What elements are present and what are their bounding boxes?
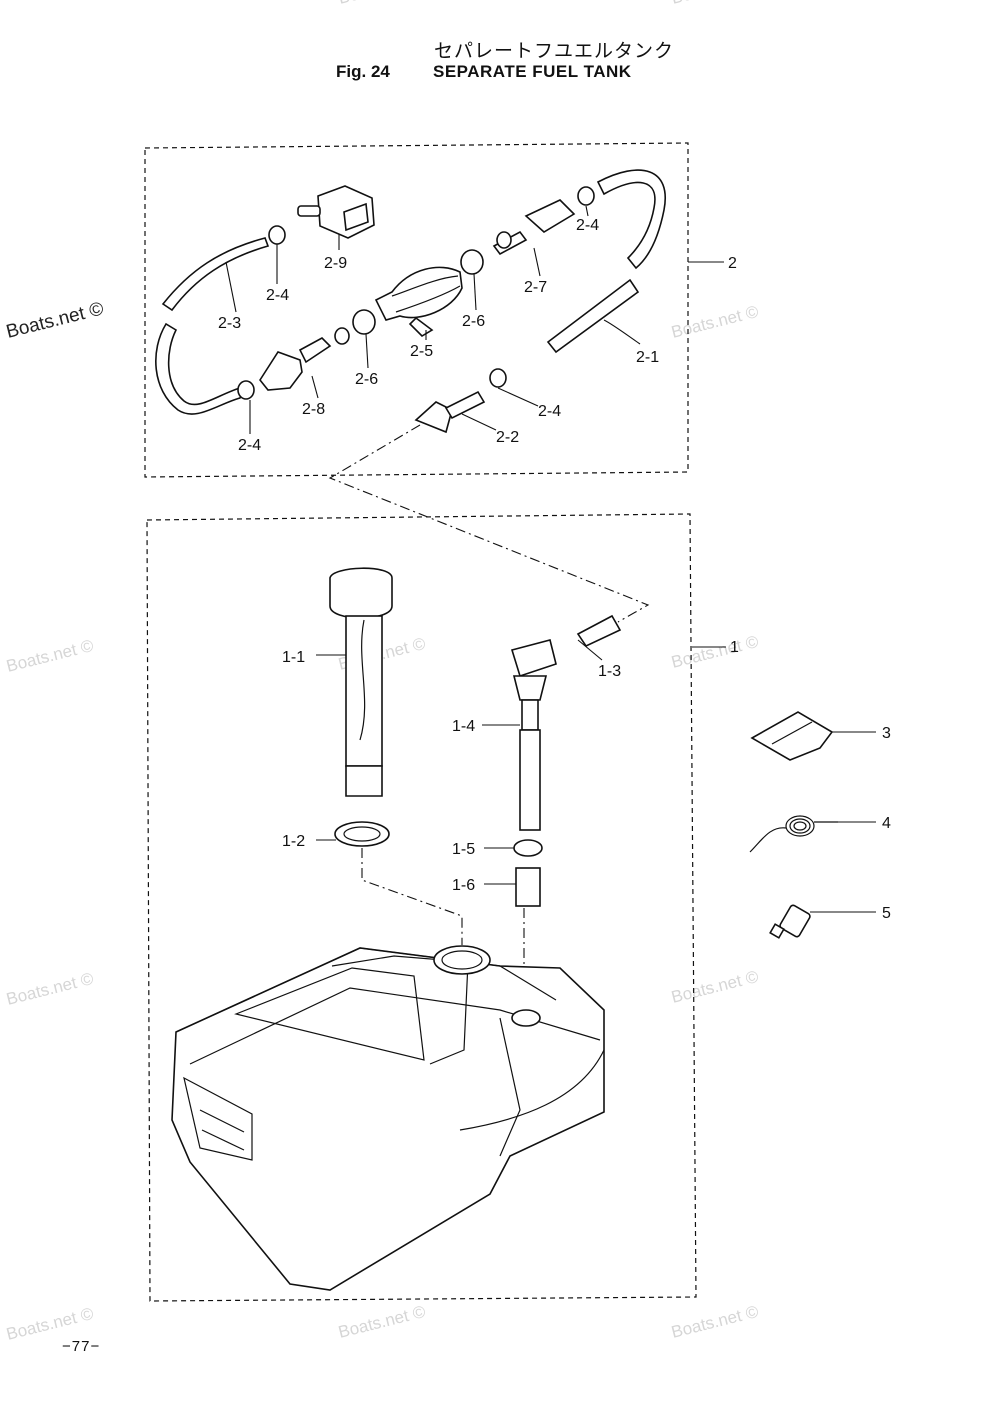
primer-bulb-2-5 [374, 266, 463, 338]
connection-line [328, 424, 650, 623]
label-2-4: 2-4 [238, 437, 261, 454]
o-ring-1-5 [513, 839, 543, 857]
hose-2-3-upper [161, 237, 270, 312]
watermark: Boats.net © [669, 302, 760, 342]
label-2-4: 2-4 [538, 403, 561, 420]
label-2-5: 2-5 [410, 343, 433, 360]
watermark: Boats.net © [669, 1302, 760, 1342]
watermark: Boats.net © [336, 1302, 427, 1342]
label-2-9: 2-9 [324, 255, 347, 272]
label-1-1: 1-1 [282, 649, 305, 666]
group-box-2 [144, 142, 689, 478]
part-3-bag [750, 711, 834, 761]
connection-line [361, 848, 463, 945]
fitting-2-8 [237, 327, 350, 400]
fuel-line-assembly [155, 169, 666, 434]
label-1-4: 1-4 [452, 718, 475, 735]
label-1-6: 1-6 [452, 877, 475, 894]
fuel-gauge-1-1 [329, 567, 393, 797]
label-1-2: 1-2 [282, 833, 305, 850]
label-2-8: 2-8 [302, 401, 325, 418]
filter-1-6 [515, 867, 541, 907]
page-number: −77− [62, 1338, 101, 1355]
nut-2-6-b [460, 249, 484, 275]
part-5-fitting [769, 904, 811, 939]
watermark-main: Boats.net © [4, 298, 106, 342]
fitting-1-3 [576, 614, 622, 648]
watermark: Boats.net © [336, 0, 427, 8]
part-4-spring [749, 815, 838, 853]
watermark: Boats.net © [669, 632, 760, 672]
gasket-1-2 [334, 821, 390, 847]
figure-number: Fig. 24 [336, 62, 390, 81]
watermark: Boats.net © [669, 0, 760, 8]
fuel-tank-assembly [171, 567, 622, 1291]
watermark: Boats.net © [4, 636, 95, 676]
fuel-tank [171, 945, 605, 1291]
watermark: Boats.net © [4, 969, 95, 1009]
connector-2-9 [297, 185, 375, 239]
hose-2-3-lower [155, 322, 245, 415]
part-3-fold [771, 721, 813, 745]
nut-2-6-a [352, 309, 376, 335]
label-2-6: 2-6 [462, 313, 485, 330]
hose-2-1-lower [546, 278, 640, 354]
fitting-2-7 [492, 186, 595, 256]
pickup-tube-1-4 [510, 639, 557, 831]
group-box-1 [146, 513, 697, 1302]
label-2-6: 2-6 [355, 371, 378, 388]
label-2-4: 2-4 [266, 287, 289, 304]
nut-2-4-b [489, 368, 507, 388]
hose-2-1-upper [596, 169, 666, 270]
label-1-3: 1-3 [598, 663, 621, 680]
label-3: 3 [882, 725, 891, 742]
label-4: 4 [882, 815, 891, 832]
watermark: Boats.net © [669, 967, 760, 1007]
label-2-3: 2-3 [218, 315, 241, 332]
figure-title: SEPARATE FUEL TANK [433, 62, 632, 81]
nut-2-4-a [268, 225, 286, 245]
part-labels: 2-9 2-4 2-3 2-5 2-6 2-6 2-8 2-4 2-7 2-4 … [218, 217, 891, 922]
label-1-5: 1-5 [452, 841, 475, 858]
label-2-7: 2-7 [524, 279, 547, 296]
label-2-4: 2-4 [576, 217, 599, 234]
title-japanese: セパレートフユエルタンク [434, 41, 675, 62]
connector-2-2 [414, 390, 486, 434]
label-2-1: 2-1 [636, 349, 659, 366]
leader-lines [225, 205, 876, 913]
label-5: 5 [882, 905, 891, 922]
label-2: 2 [728, 255, 737, 272]
label-2-2: 2-2 [496, 429, 519, 446]
label-1: 1 [730, 639, 739, 656]
